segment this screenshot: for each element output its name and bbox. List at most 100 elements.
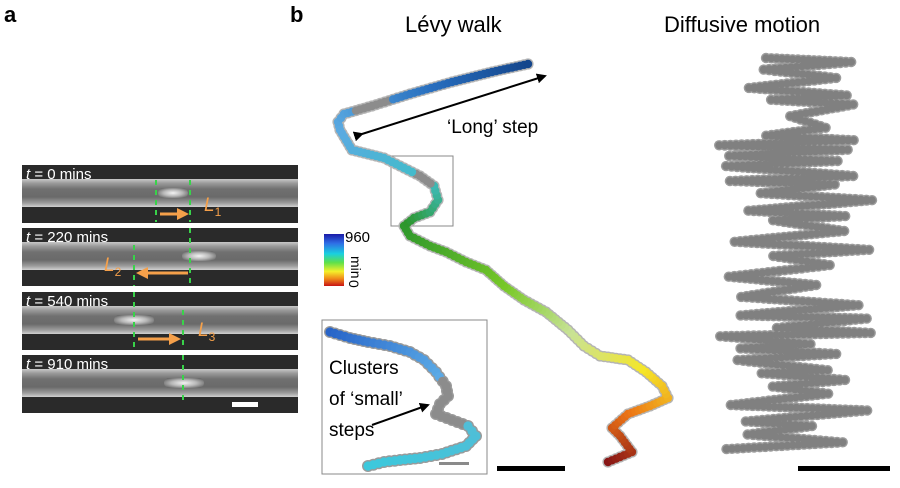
diffusive-point [785, 341, 793, 350]
diffusive-point [833, 329, 842, 338]
diffusive-point [761, 85, 769, 93]
diffusive-point [793, 138, 802, 147]
diffusive-point [772, 353, 780, 362]
diffusive-point [794, 97, 803, 106]
diffusive-point [808, 313, 816, 322]
diffusive-point [849, 301, 857, 310]
diffusive-point [857, 407, 866, 415]
diffusive-point [842, 247, 851, 255]
diffusive-point [813, 313, 822, 322]
diffusive-point [776, 295, 785, 304]
inset-scale-bar [439, 462, 469, 465]
diffusive-point [797, 250, 806, 258]
diffusive-point [772, 96, 781, 104]
diffusive-point [733, 356, 742, 364]
diffusive-point [819, 404, 828, 413]
diffusive-point [790, 341, 799, 349]
diffusive-point [790, 191, 798, 200]
diffusive-point [728, 445, 736, 453]
diffusive-point [821, 350, 829, 359]
diffusive-point [786, 241, 795, 249]
time-colorbar: 960 min 0 [324, 229, 370, 288]
diffusive-point [783, 97, 792, 105]
timelapse-frame-2: t = 220 mins [22, 228, 298, 286]
diffusive-point [861, 329, 869, 337]
step-label-3: L3 [198, 320, 216, 344]
inset-point [363, 461, 373, 471]
diffusive-point [762, 131, 770, 140]
diffusive-point [760, 143, 768, 151]
diffusive-point [755, 335, 764, 344]
diffusive-point [785, 384, 794, 393]
diffusive-point [820, 243, 829, 251]
channel [22, 306, 298, 334]
diffusive-point [730, 273, 738, 282]
diffusive-point [820, 248, 828, 257]
diffusive-point [829, 318, 837, 326]
diffusive-point [745, 357, 753, 366]
diffusive-point [822, 304, 831, 312]
diffusive-point [797, 404, 806, 412]
diffusive-point [822, 147, 830, 155]
diffusive-point [838, 438, 847, 447]
diffusive-point [762, 359, 770, 368]
diffusive-point [805, 98, 814, 106]
levy-walk-point [523, 59, 533, 69]
diffusive-point [787, 203, 796, 211]
diffusive-point [780, 233, 788, 241]
diffusive-point [816, 439, 825, 448]
diffusive-point [791, 372, 799, 380]
diffusive-point [752, 275, 760, 284]
diffusive-point [744, 164, 752, 172]
diffusive-point [772, 166, 780, 174]
diffusive-point [763, 369, 772, 378]
diffusive-point [850, 329, 858, 338]
diffusive-point [825, 60, 834, 68]
diffusive-point [781, 403, 790, 412]
diffusive-point [715, 141, 723, 150]
diffusive-point [742, 344, 750, 353]
diffusive-point [775, 178, 784, 187]
diffusive-point [764, 346, 773, 354]
diffusive-point [806, 305, 815, 314]
diffusive-point [819, 213, 827, 222]
diffusive-point [773, 360, 781, 369]
diffusive-point [779, 190, 787, 199]
diffusive-point [770, 178, 778, 187]
diffusive-point [739, 357, 748, 365]
diffusive-point [827, 146, 836, 155]
diffusive-point [796, 341, 804, 349]
diffusive-point [787, 209, 796, 217]
diffusive-point [785, 232, 794, 241]
diffusive-point [830, 212, 838, 221]
diffusive-point [783, 87, 791, 95]
diffusive-point [795, 148, 803, 156]
diffusive-point [827, 330, 836, 338]
diffusive-point [862, 314, 871, 323]
diffusive-point [794, 434, 802, 443]
diffusive-point [811, 98, 819, 107]
diffusive-point [793, 297, 801, 305]
diffusive-point [782, 296, 790, 304]
diffusive-point [799, 56, 808, 64]
diffusive-point [770, 240, 778, 248]
diffusive-point [747, 239, 756, 247]
diffusive-point [776, 208, 785, 217]
diffusive-point [775, 414, 783, 423]
diffusive-point [802, 392, 811, 401]
diffusive-point [799, 138, 808, 146]
diffusive-point [784, 191, 793, 199]
diffusive-point [768, 277, 777, 285]
diffusive-point [815, 173, 824, 182]
diffusive-point [726, 141, 735, 150]
diffusive-point [786, 254, 794, 263]
diffusive-point [773, 324, 781, 332]
diffusive-point [829, 228, 838, 236]
diffusive-point [781, 347, 790, 355]
diffusive-point [827, 173, 835, 181]
diffusive-point [833, 146, 841, 155]
diffusive-point [805, 440, 814, 449]
diffusive-point [813, 411, 822, 419]
diffusive-point [814, 249, 823, 257]
